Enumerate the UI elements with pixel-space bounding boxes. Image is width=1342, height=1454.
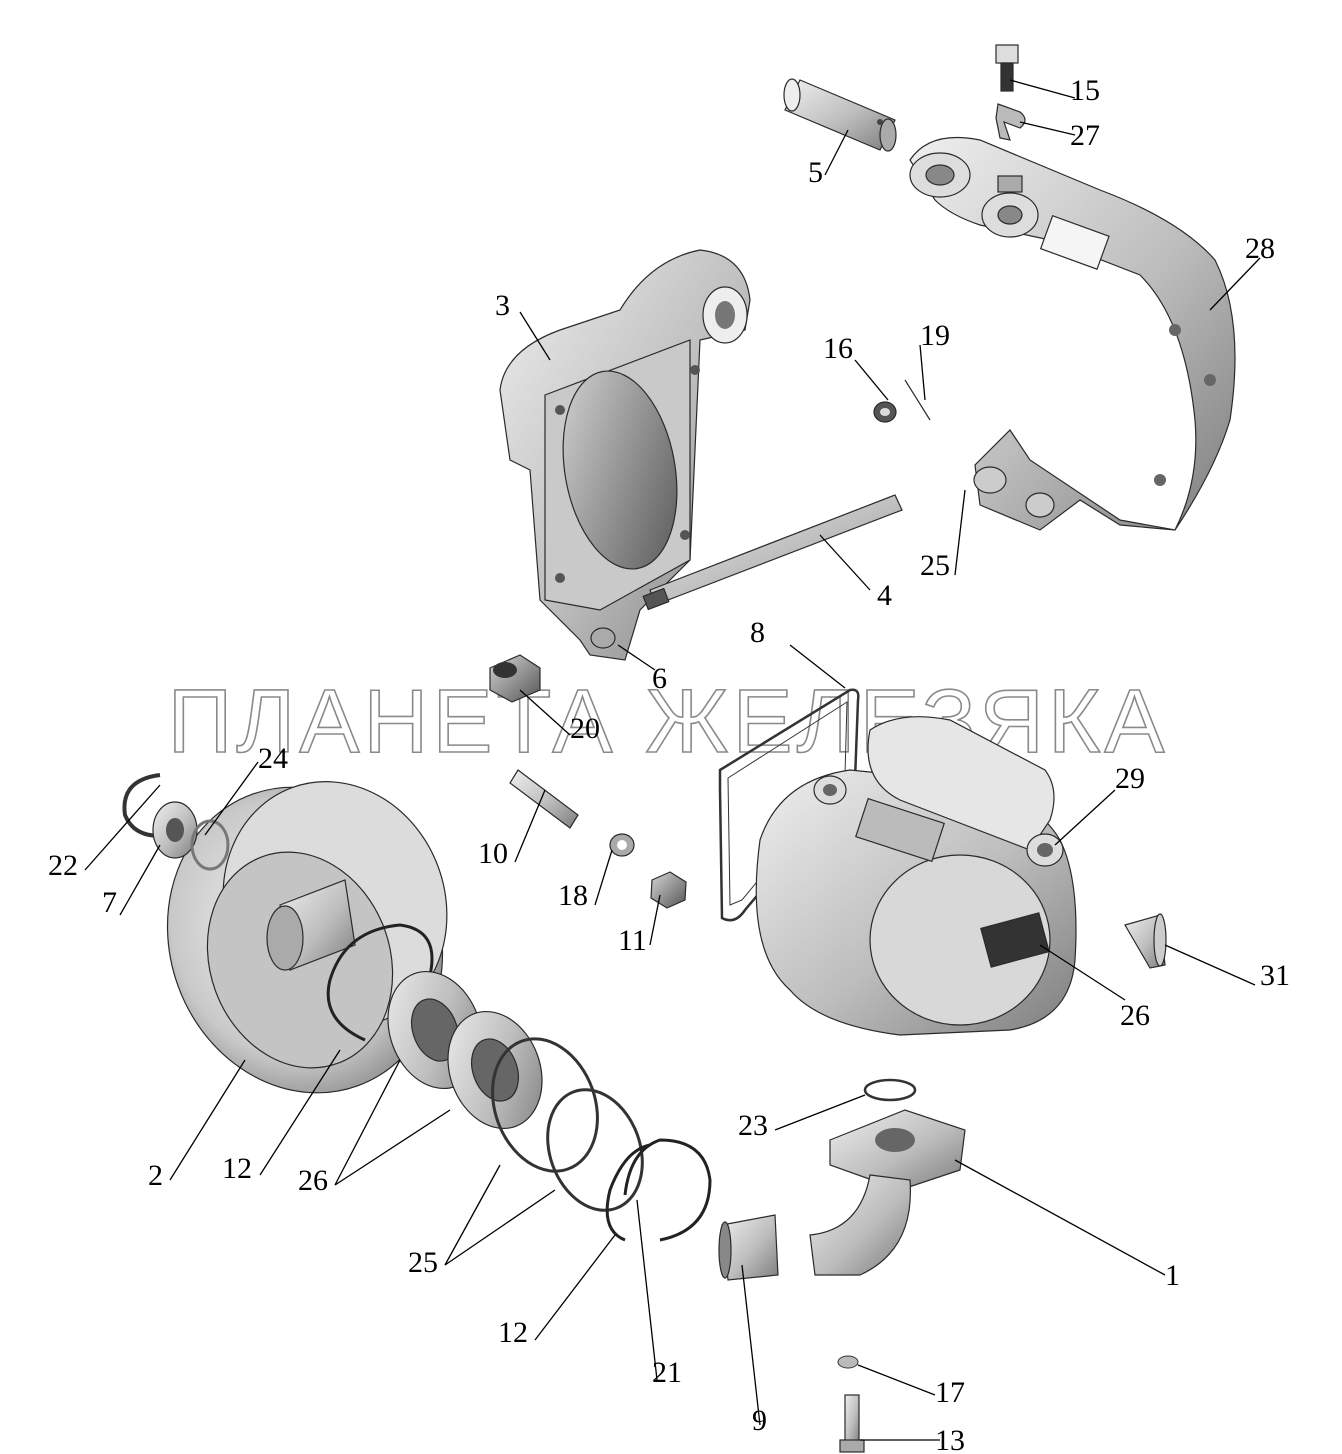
callout-11: 11 bbox=[618, 924, 647, 957]
callout-26: 26 bbox=[298, 1164, 328, 1197]
callout-15: 15 bbox=[1070, 74, 1100, 107]
callout-24: 24 bbox=[258, 742, 288, 775]
leader-lines bbox=[84, 79, 1261, 1441]
callout-labels: 15 27 5 28 3 16 19 25 4 6 20 8 24 22 7 1… bbox=[48, 74, 1290, 1454]
part-32-fitting bbox=[1124, 913, 1167, 969]
callout-12-lower: 12 bbox=[498, 1316, 528, 1349]
callout-1: 1 bbox=[1165, 1259, 1180, 1292]
callout-29: 25 bbox=[920, 549, 950, 582]
part-12-circlip-b bbox=[605, 1143, 651, 1242]
part-13-bolt bbox=[839, 1394, 865, 1453]
callout-10: 10 bbox=[478, 837, 508, 870]
part-27-lock-washer bbox=[995, 103, 1026, 141]
callout-16: 16 bbox=[823, 332, 853, 365]
part-18-washer-hole bbox=[617, 840, 627, 850]
part-25-seal-a bbox=[491, 1037, 599, 1173]
part-1-elbow bbox=[809, 1109, 966, 1276]
part-31-chamber bbox=[755, 716, 1077, 1036]
part-21-circlip bbox=[623, 1138, 712, 1242]
part-20-nut bbox=[489, 654, 541, 703]
callout-5: 5 bbox=[808, 156, 823, 189]
callout-20: 20 bbox=[570, 712, 600, 745]
part-5-pin bbox=[783, 78, 897, 152]
callout-22: 22 bbox=[48, 849, 78, 882]
callout-31: 29 bbox=[1115, 762, 1145, 795]
callout-32: 31 bbox=[1260, 959, 1290, 992]
part-17-washer bbox=[837, 1355, 859, 1369]
part-10-pin bbox=[509, 769, 579, 829]
callout-18: 18 bbox=[558, 879, 588, 912]
callout-19: 19 bbox=[920, 319, 950, 352]
part-22-circlip bbox=[122, 773, 171, 838]
callout-9: 9 bbox=[752, 1404, 767, 1437]
callout-13: 13 bbox=[935, 1424, 965, 1454]
callout-28: 26 bbox=[1120, 999, 1150, 1032]
callout-8: 8 bbox=[750, 616, 765, 649]
callout-3: 3 bbox=[495, 289, 510, 322]
callout-2: 2 bbox=[148, 1159, 163, 1192]
callout-23: 23 bbox=[738, 1109, 768, 1142]
part-3-housing bbox=[499, 249, 751, 661]
callout-6: 6 bbox=[652, 662, 667, 695]
callout-30: 28 bbox=[1245, 232, 1275, 265]
part-9-bushing bbox=[718, 1214, 779, 1281]
callout-4: 4 bbox=[877, 579, 892, 612]
part-7-nut bbox=[152, 801, 198, 859]
part-12-circlip-a bbox=[326, 923, 434, 1042]
part-2-drum bbox=[166, 781, 448, 1094]
part-19-cotter-pin bbox=[904, 379, 931, 421]
part-15-bolt bbox=[995, 44, 1019, 92]
part-4-shaft bbox=[642, 494, 903, 611]
part-25-seal-b bbox=[546, 1088, 644, 1212]
part-16-washer-hole bbox=[880, 408, 890, 416]
part-30-bracket bbox=[909, 137, 1236, 531]
part-23-o-ring bbox=[863, 1078, 917, 1102]
part-11-nut bbox=[650, 871, 687, 909]
callout-12-upper: 12 bbox=[222, 1152, 252, 1185]
callout-21: 21 bbox=[652, 1356, 682, 1389]
part-24-ring bbox=[190, 819, 230, 871]
callout-27: 27 bbox=[1070, 119, 1100, 152]
callout-7: 7 bbox=[102, 886, 117, 919]
callout-25: 25 bbox=[408, 1246, 438, 1279]
callout-17: 17 bbox=[935, 1376, 965, 1409]
